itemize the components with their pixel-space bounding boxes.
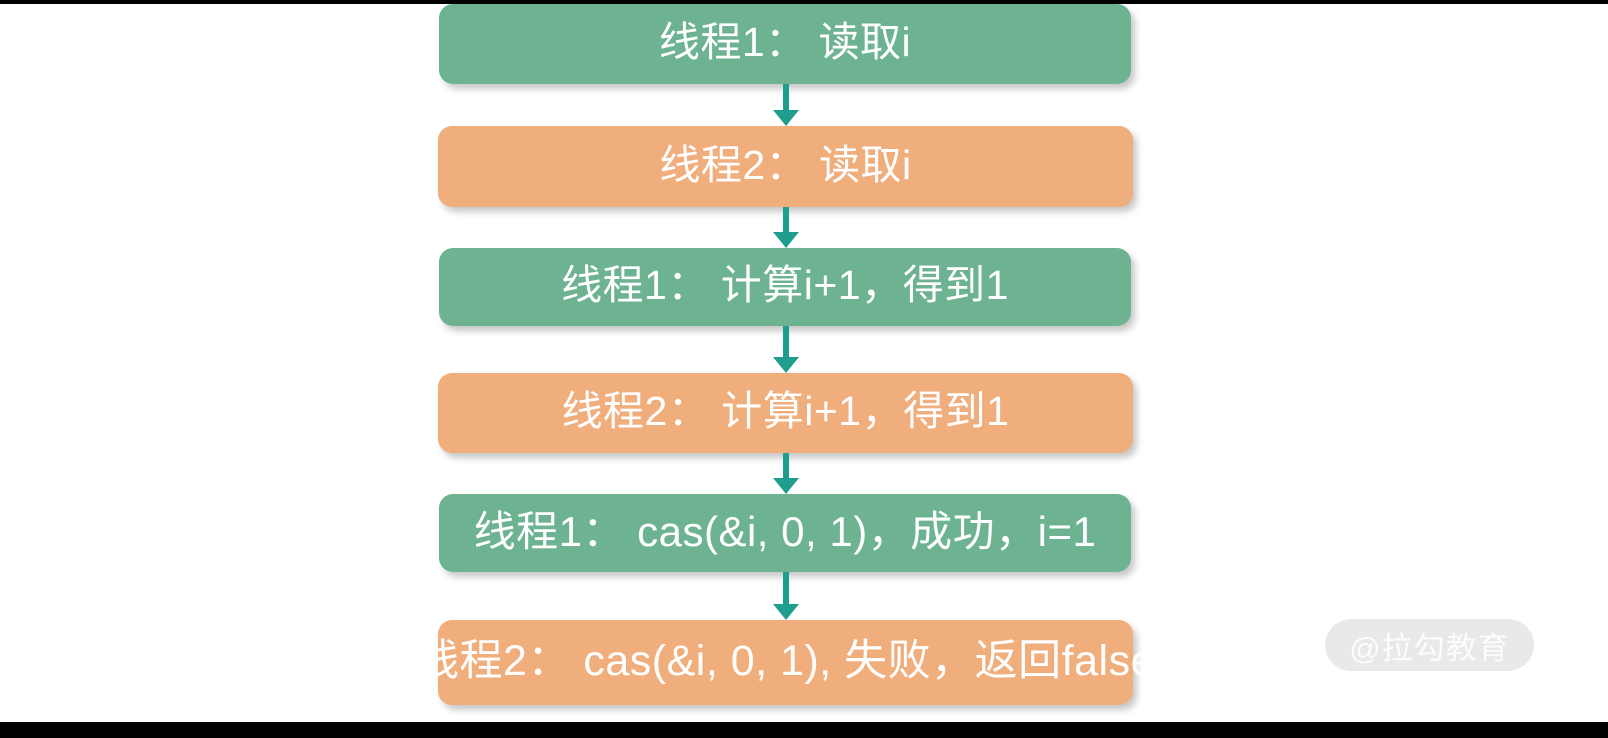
letterbox-bottom <box>0 722 1608 738</box>
letterbox-top <box>0 0 1608 4</box>
arrow-shaft <box>783 453 789 482</box>
watermark-label: @拉勾教育 <box>1349 630 1510 666</box>
connector-arrow-2 <box>773 207 799 248</box>
arrow-head-icon <box>773 604 799 620</box>
connector-arrow-3 <box>773 326 799 373</box>
flow-box-label: 线程1： 读取i <box>658 19 912 65</box>
flow-box-step-6[interactable]: 线程2： cas(&i, 0, 1), 失败，返回false <box>416 620 1155 705</box>
watermark-badge: @拉勾教育 <box>1325 619 1534 671</box>
flow-box-label: 线程2： 计算i+1，得到1 <box>561 388 1010 434</box>
arrow-shaft <box>783 207 789 236</box>
flow-box-step-1[interactable]: 线程1： 读取i <box>439 4 1131 84</box>
arrow-shaft <box>783 572 789 608</box>
flow-box-label: 线程2： cas(&i, 0, 1), 失败，返回false <box>416 636 1155 685</box>
arrow-shaft <box>783 326 789 361</box>
arrow-head-icon <box>773 110 799 126</box>
arrow-head-icon <box>773 232 799 248</box>
connector-arrow-5 <box>773 572 799 620</box>
connector-arrow-1 <box>773 84 799 126</box>
flow-box-step-3[interactable]: 线程1： 计算i+1，得到1 <box>439 248 1131 326</box>
flow-box-label: 线程2： 读取i <box>659 141 912 188</box>
arrow-head-icon <box>773 357 799 373</box>
flow-box-step-4[interactable]: 线程2： 计算i+1，得到1 <box>438 373 1133 453</box>
flow-box-step-5[interactable]: 线程1： cas(&i, 0, 1)，成功，i=1 <box>439 494 1131 572</box>
arrow-head-icon <box>773 478 799 494</box>
connector-arrow-4 <box>773 453 799 494</box>
flow-box-label: 线程1： cas(&i, 0, 1)，成功，i=1 <box>473 507 1097 555</box>
flow-box-label: 线程1： 计算i+1，得到1 <box>561 262 1009 308</box>
arrow-shaft <box>783 84 789 114</box>
flow-box-step-2[interactable]: 线程2： 读取i <box>438 126 1133 207</box>
